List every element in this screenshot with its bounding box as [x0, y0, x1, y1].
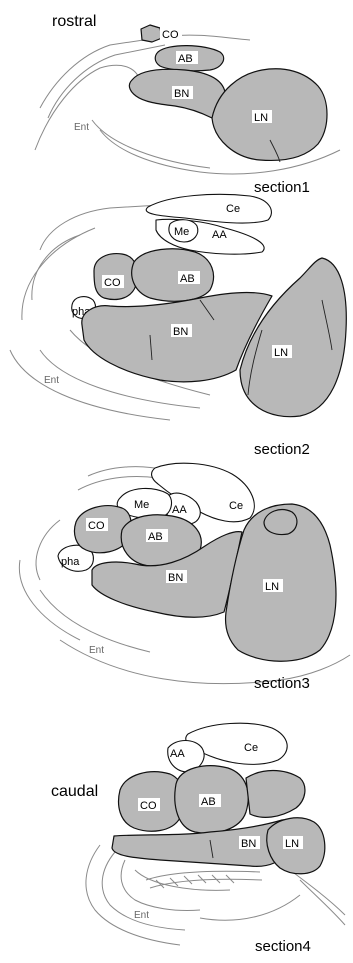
section-2: Ce AA Me pha CO AB BN LN Ent section2 — [10, 194, 346, 458]
section-2-Me-label: Me — [174, 226, 189, 238]
section-2-BN-label: BN — [173, 326, 188, 338]
section-3-AA-label: AA — [172, 504, 187, 516]
section-4-AA-label: AA — [170, 748, 185, 760]
section-3-CO-label: CO — [88, 520, 105, 532]
section-4-upper-shape — [246, 771, 305, 818]
section-4-AB-label: AB — [201, 796, 216, 808]
section-4-ent-strip — [146, 871, 262, 888]
section-3-Ent-label: Ent — [89, 645, 104, 656]
section-1-CO-shape — [141, 25, 162, 42]
section-4: caudal Ce AA CO AB BN LN — [51, 723, 345, 955]
section-1-AB-label: AB — [178, 53, 193, 65]
section-3-title: section3 — [254, 675, 310, 692]
section-2-CO-label: CO — [104, 277, 121, 289]
section-4-title: section4 — [255, 938, 311, 955]
section-2-AA-label: AA — [212, 229, 227, 241]
section-3-Me-label: Me — [134, 499, 149, 511]
section-1-title: section1 — [254, 179, 310, 196]
section-4-BN-label: BN — [241, 838, 256, 850]
rostral-label: rostral — [52, 13, 96, 30]
section-2-LN-shape — [240, 258, 346, 417]
section-3-pha-label: pha — [61, 556, 80, 568]
section-1-BN-label: BN — [174, 88, 189, 100]
section-4-Ce-label: Ce — [244, 742, 258, 754]
section-1-LN-label: LN — [254, 112, 268, 124]
section-3-BN-label: BN — [168, 572, 183, 584]
section-1-Ent-label: Ent — [74, 122, 89, 133]
section-3-LN-label: LN — [265, 581, 279, 593]
section-4-Ent-label: Ent — [134, 910, 149, 921]
section-2-LN-label: LN — [274, 347, 288, 359]
section-3-Ce-label: Ce — [229, 500, 243, 512]
section-3-AB-label: AB — [148, 531, 163, 543]
section-2-title: section2 — [254, 441, 310, 458]
section-2-AB-label: AB — [180, 273, 195, 285]
section-1-CO-label: CO — [162, 29, 179, 41]
section-2-AB-shape — [132, 249, 214, 301]
section-4-CO-label: CO — [140, 800, 157, 812]
section-2-Ce-label: Ce — [226, 203, 240, 215]
section-2-Ce-shape — [146, 194, 271, 223]
section-4-LN-label: LN — [285, 838, 299, 850]
section-2-Ent-label: Ent — [44, 375, 59, 386]
caudal-label: caudal — [51, 783, 98, 800]
section-1: rostral CO AB BN LN Ent section1 — [35, 13, 340, 196]
section-3-LN-cap — [264, 510, 297, 535]
section-3: Ce AA Me pha CO AB BN LN Ent section3 — [19, 463, 350, 692]
